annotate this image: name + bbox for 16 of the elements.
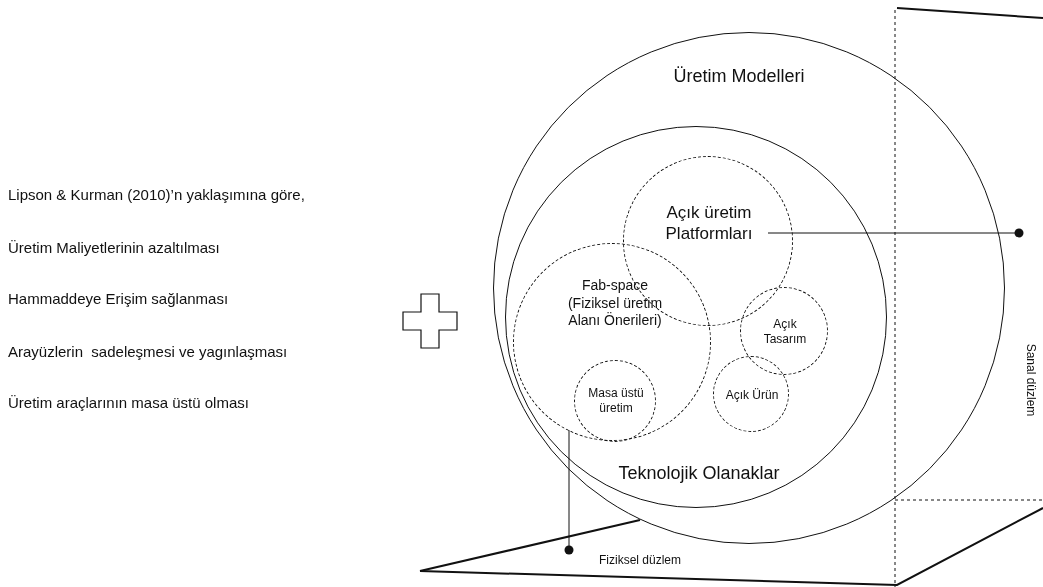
intro-text: Lipson & Kurman (2010)’n yaklaşımına göre, xyxy=(8,186,305,203)
set-label: Açık üretim Platformları xyxy=(664,201,754,245)
set-label: Fab-space (Fiziksel üretim Alanı Önerileri) xyxy=(566,276,664,330)
set-label: Açık Ürün xyxy=(724,387,780,403)
set-label: Üretim Modelleri xyxy=(672,64,806,88)
list-item: Hammaddeye Erişim sağlanması xyxy=(8,290,229,307)
plane-label: Fiziksel düzlem xyxy=(598,552,682,568)
set-label: Açık Tasarım xyxy=(762,317,808,347)
leader-line xyxy=(564,429,574,555)
leader-line xyxy=(767,228,1024,238)
list-item: Arayüzlerin sadeleşmesi ve yagınlaşması xyxy=(8,343,288,360)
list-item: Üretim araçlarının masa üstü olması xyxy=(8,394,249,411)
plane-label: Sanal düzlem xyxy=(1022,343,1038,417)
set-label: Masa üstü üretim xyxy=(587,386,645,416)
list-item: Üretim Maliyetlerinin azaltılması xyxy=(8,239,220,256)
set-label: Teknolojik Olanaklar xyxy=(617,461,781,485)
